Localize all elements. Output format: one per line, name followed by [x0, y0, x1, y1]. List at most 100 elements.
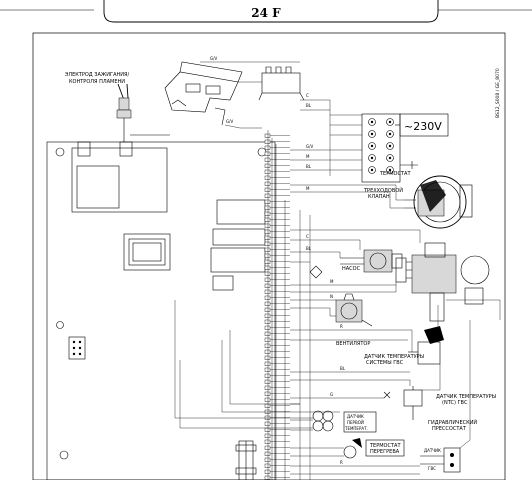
overheat-label-2: ПЕРЕГРЕВА [370, 449, 400, 455]
connector-pin [264, 439, 271, 444]
connector-pin [264, 253, 271, 258]
connector-pin [264, 331, 271, 336]
terminal-screw-center [370, 156, 374, 160]
connector-pin [264, 349, 271, 354]
connector-pin [264, 367, 271, 372]
connector-pin [264, 463, 271, 468]
overheat-thermostat: ТЕРМОСТАТ ПЕРЕГРЕВА [343, 438, 405, 459]
connector-pin [264, 223, 271, 228]
three-way-valve-motor [404, 175, 473, 229]
connector-pin [264, 283, 271, 288]
connector-pin [264, 235, 271, 240]
pressure-switch-label-2: ПРЕССОСТАТ [432, 426, 467, 432]
svg-text:M: M [306, 154, 310, 159]
connector-pin [264, 301, 271, 306]
connector-pin [264, 205, 271, 210]
svg-text:BL: BL [306, 246, 312, 251]
terminal-screw-center [370, 120, 374, 124]
terminal-screw-center [370, 168, 374, 172]
connector-pin [264, 139, 271, 144]
wire-code-tags: G/V M BL M C BL M N R BL G R [306, 144, 346, 465]
svg-text:R: R [340, 324, 343, 329]
svg-text:R: R [340, 460, 343, 465]
connector-pin [264, 397, 271, 402]
svg-text:N: N [330, 294, 333, 299]
connector-pin [264, 337, 271, 342]
dhw-ntc-label-1: ДАТЧИК ТЕМПЕРАТУРЫ [436, 394, 496, 400]
connector-pin [264, 445, 271, 450]
fan-label: ВЕНТИЛЯТОР [336, 341, 370, 347]
voltage-label: ~230V [404, 120, 442, 133]
terminal-screw-center [388, 168, 392, 172]
heating-ntc-label-2: СИСТЕМЫ ГВС [366, 360, 404, 366]
heating-ntc-label-1: ДАТЧИК ТЕМПЕРАТУРЫ [364, 354, 424, 360]
control-board [46, 141, 276, 480]
flow-sensor-label-1: ДАТЧИК [347, 414, 364, 419]
svg-text:G: G [330, 392, 333, 397]
connector-pin [264, 241, 271, 246]
three-way-valve-label-2: КЛАПАН [368, 194, 390, 200]
diagram-frame [32, 32, 506, 480]
terminal-screw-center [370, 132, 374, 136]
air-pressure-switch: ГИДРАВЛИЧЕСКИЙ ПРЕССОСТАТ [428, 419, 477, 432]
connector-pin [264, 169, 271, 174]
page-title: 24 F [251, 6, 281, 20]
connector-pin [264, 457, 271, 462]
board-connector-pins [264, 133, 290, 480]
connector-pin [264, 343, 271, 348]
flow-temp-sensor: ДАТЧИК ПЕРВОЙ ТЕМПЕРАТ. [312, 410, 377, 433]
electrode-label-2: КОНТРОЛЯ ПЛАМЕНИ [69, 79, 125, 85]
connector-pin [264, 193, 271, 198]
pump: НАСОС [309, 249, 403, 279]
connector-pin [264, 295, 271, 300]
gas-valve [395, 242, 490, 322]
connector-pin [264, 217, 271, 222]
dhw-ntc-label-2: (NTC) ГВС [442, 400, 468, 406]
connector-pin [264, 355, 271, 360]
connector-pin [264, 163, 271, 168]
connector-pin [264, 319, 271, 324]
connector-pin [264, 421, 271, 426]
dhw-ntc-sensor: ДАТЧИК ТЕМПЕРАТУРЫ (NTC) ГВС [383, 386, 496, 420]
room-thermostat-label: ТЕРМОСТАТ [379, 171, 411, 177]
terminal-screw-center [388, 120, 392, 124]
connector-pin [264, 325, 271, 330]
connector-pin [264, 145, 271, 150]
electrode-label-1: ЭЛЕКТРОД ЗАЖИГАНИЯ/ [65, 72, 130, 78]
pump-label: НАСОС [342, 266, 361, 272]
pressure-switch-label-1: ГИДРАВЛИЧЕСКИЙ [428, 419, 477, 426]
heating-ntc-sensor: ДАТЧИК ТЕМПЕРАТУРЫ СИСТЕМЫ ГВС [364, 326, 444, 366]
connector-pin [264, 265, 271, 270]
connector-pin [264, 433, 271, 438]
svg-text:M: M [306, 186, 310, 191]
connector-pin [264, 157, 271, 162]
flow-sensor-label-2: ПЕРВОЙ [347, 420, 364, 425]
connector-pin [264, 409, 271, 414]
side-code: BS12_S008 / GE_8070 [495, 68, 501, 118]
connector-pin [264, 199, 271, 204]
connector-pin [264, 391, 271, 396]
connector-pin [264, 385, 271, 390]
connector-pin [264, 229, 271, 234]
fan: ВЕНТИЛЯТОР [335, 293, 373, 347]
connector-pin [264, 403, 271, 408]
connector-pin [264, 211, 271, 216]
connector-pin [264, 271, 271, 276]
three-way-valve-label-1: ТРЕХХОДОВОЙ [363, 187, 403, 194]
terminal-screw-center [388, 156, 392, 160]
ignition-electrode: ЭЛЕКТРОД ЗАЖИГАНИЯ/ КОНТРОЛЯ ПЛАМЕНИ [65, 72, 170, 142]
svg-text:BL: BL [306, 103, 312, 108]
terminal-screw-center [388, 132, 392, 136]
connector-pin [264, 361, 271, 366]
svg-text:G/V: G/V [210, 56, 217, 61]
connector-pin [264, 277, 271, 282]
flow-sensor-label-3: ТЕМПЕРАТ. [344, 426, 368, 431]
wiring-harness [174, 100, 501, 480]
svg-text:G/V: G/V [306, 144, 313, 149]
svg-text:BL: BL [340, 366, 346, 371]
svg-text:M: M [330, 279, 334, 284]
connector-pin [264, 427, 271, 432]
connector-pin [264, 175, 271, 180]
connector-pin [264, 289, 271, 294]
